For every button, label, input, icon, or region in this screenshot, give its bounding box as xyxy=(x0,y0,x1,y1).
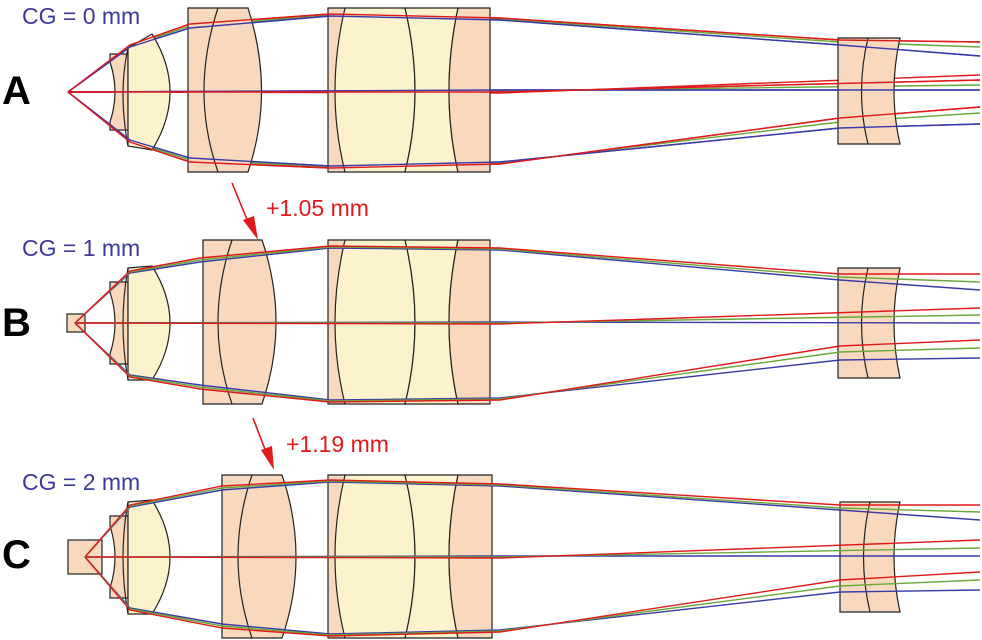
shift-arrow-2: +1.19 mm xyxy=(252,417,389,470)
shift-label-2: +1.19 mm xyxy=(286,431,389,457)
panel-letter-c: C xyxy=(2,533,31,577)
panel-letter-b: B xyxy=(2,301,31,345)
lens-c-4 xyxy=(839,501,901,613)
panel-letter-a: A xyxy=(2,69,31,113)
panel-a: CG = 0 mm A xyxy=(2,3,981,173)
shift-label-1: +1.05 mm xyxy=(266,195,369,221)
rays-b xyxy=(74,245,981,403)
rays-c xyxy=(84,479,981,637)
panel-b: CG = 1 mm B xyxy=(2,235,981,405)
cg-label-b: CG = 1 mm xyxy=(22,235,140,261)
panel-c: CG = 2 mm C xyxy=(2,469,981,639)
shift-arrow-1: +1.05 mm xyxy=(231,182,369,240)
cg-label-c: CG = 2 mm xyxy=(22,469,140,495)
lens-a-2 xyxy=(187,7,263,173)
cg-label-a: CG = 0 mm xyxy=(22,3,140,29)
